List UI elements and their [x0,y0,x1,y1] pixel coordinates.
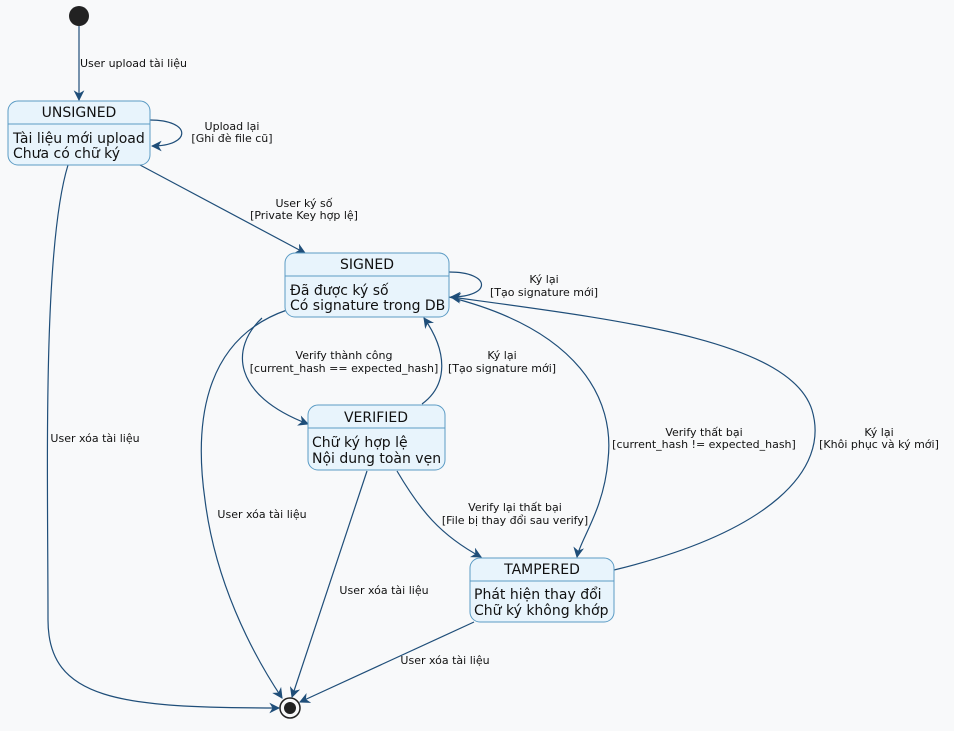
state-unsigned-name: UNSIGNED [42,105,117,121]
label-signed-self-2: [Tạo signature mới] [490,286,598,299]
label-verified-to-end: User xóa tài liệu [339,584,428,597]
state-verified: VERIFIED Chữ ký hợp lệ Nội dung toàn vẹn [307,404,446,471]
state-unsigned-line-2: Chưa có chữ ký [13,146,120,162]
label-signed-to-tampered-1: Verify thất bại [665,426,742,439]
edge-signed-to-verified [241,317,310,426]
label-tampered-to-signed-2: [Khôi phục và ký mới] [819,438,939,451]
label-signed-self-1: Ký lại [529,273,558,286]
state-signed-line-1: Đã được ký số [290,282,389,299]
edge-unsigned-to-signed [139,164,306,254]
state-verified-line-2: Nội dung toàn vẹn [312,451,441,467]
state-tampered-line-1: Phát hiện thay đổi [474,586,602,603]
label-verified-to-signed-2: [Tạo signature mới] [448,362,556,375]
label-verified-to-tampered-1: Verify lại thất bại [468,501,562,514]
label-signed-to-end: User xóa tài liệu [217,508,306,521]
edge-verified-to-end [289,470,368,699]
initial-state [69,6,89,26]
edge-tampered-to-end [299,621,475,703]
label-verified-to-tampered-2: [File bị thay đổi sau verify] [442,514,588,527]
edge-verified-to-signed [421,317,443,405]
label-verified-to-signed-1: Ký lại [487,349,516,362]
state-unsigned: UNSIGNED Tài liệu mới upload Chưa có chữ… [7,100,151,166]
edge-signed-self [448,271,482,303]
state-tampered-line-2: Chữ ký không khớp [474,603,609,619]
label-unsigned-to-signed-1: User ký số [275,197,332,210]
edge-signed-to-tampered [448,296,610,559]
label-unsigned-to-end: User xóa tài liệu [50,432,139,445]
state-unsigned-line-1: Tài liệu mới upload [12,131,145,147]
label-start-to-unsigned: User upload tài liệu [80,57,187,70]
state-signed-name: SIGNED [340,257,394,273]
label-unsigned-to-signed-2: [Private Key hợp lệ] [250,209,358,222]
label-unsigned-self-1: Upload lại [205,120,260,133]
state-signed-line-2: Có signature trong DB [290,298,445,314]
edge-tampered-to-signed [449,292,816,571]
state-tampered: TAMPERED Phát hiện thay đổi Chữ ký không… [469,557,615,623]
label-signed-to-tampered-2: [current_hash != expected_hash] [612,438,796,451]
label-signed-to-verified-2: [current_hash == expected_hash] [250,362,438,375]
label-unsigned-self-2: [Ghi đè file cũ] [191,132,272,145]
label-tampered-to-signed-1: Ký lại [864,426,893,439]
state-verified-line-1: Chữ ký hợp lệ [312,435,408,451]
label-signed-to-verified-1: Verify thành công [296,349,393,362]
edge-unsigned-self [149,119,183,152]
edge-verified-to-tampered [396,470,482,558]
state-verified-name: VERIFIED [344,410,408,426]
state-tampered-name: TAMPERED [503,562,580,578]
final-state [279,697,301,719]
edge-signed-to-end [200,309,288,699]
label-tampered-to-end: User xóa tài liệu [400,654,489,667]
edge-unsigned-to-end [46,164,281,714]
state-signed: SIGNED Đã được ký số Có signature trong … [284,252,450,318]
